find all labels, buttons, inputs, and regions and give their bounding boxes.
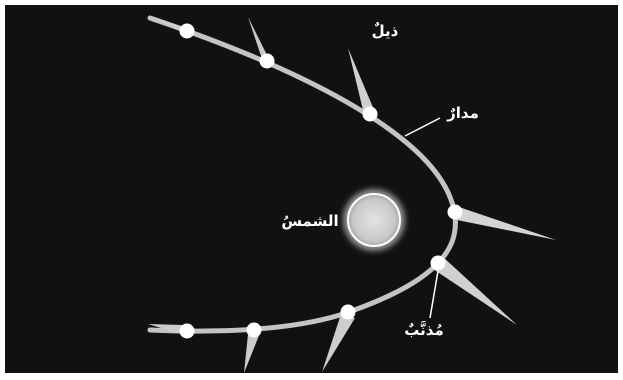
comet-icon [247,323,262,338]
sun-icon [343,189,405,251]
comet-icon [180,24,195,39]
comet-icon [363,107,378,122]
comet-icon [260,54,275,69]
comet-icon [341,305,356,320]
label-orbit: مدارٌ [446,104,479,122]
label-tail: ذيلٌ [372,22,399,40]
label-sun: الشمسُ [281,212,338,230]
comet-icon [180,324,195,339]
comet-icon [448,205,463,220]
diagram-background [5,5,618,373]
label-comet: مُذنَّبٌ [404,320,443,339]
comet-icon [431,256,446,271]
